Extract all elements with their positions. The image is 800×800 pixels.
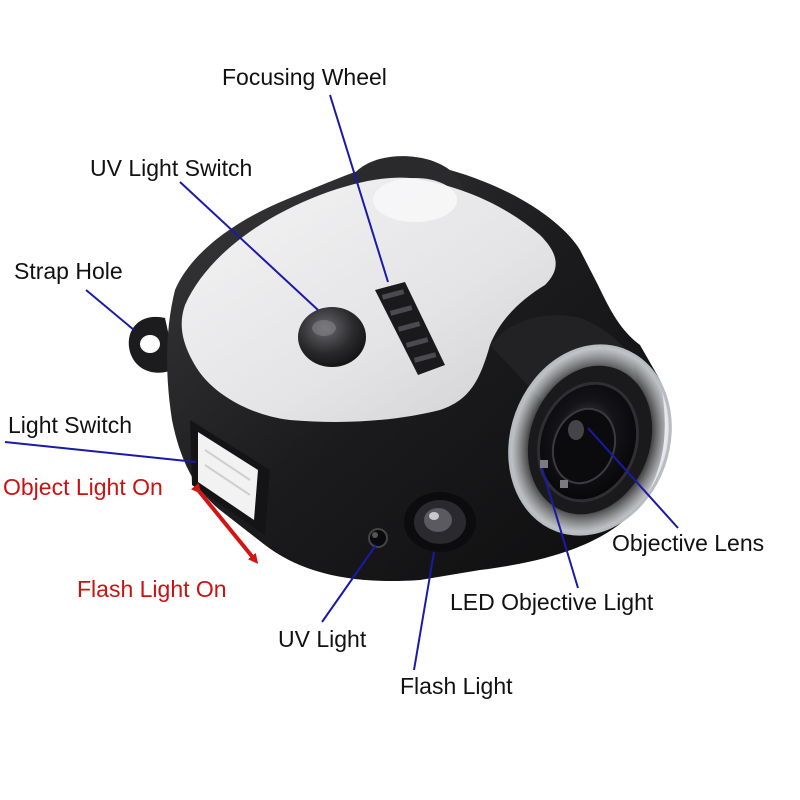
uv-light-led — [368, 528, 388, 548]
strap-hole — [128, 316, 176, 373]
leader-objective-lens — [587, 427, 679, 529]
label-object-light-on: Object Light On — [3, 474, 163, 500]
label-uv-light-switch: UV Light Switch — [90, 155, 253, 181]
label-uv-light: UV Light — [278, 626, 367, 652]
flash-light-lens — [404, 492, 476, 552]
top-panel — [181, 177, 556, 422]
label-light-switch: Light Switch — [8, 412, 133, 438]
light-mode-arrow — [190, 482, 259, 564]
leader-flash-light — [413, 551, 435, 671]
label-flash-light-on: Flash Light On — [77, 576, 227, 602]
leader-uv-light-switch — [179, 181, 319, 311]
label-strap-hole: Strap Hole — [14, 258, 123, 284]
leader-focusing-wheel — [329, 94, 389, 283]
label-led-objective-light: LED Objective Light — [450, 589, 654, 615]
leader-light-switch — [4, 441, 197, 463]
label-objective-lens: Objective Lens — [612, 530, 765, 556]
label-focusing-wheel: Focusing Wheel — [222, 64, 387, 90]
leader-strap-hole — [85, 289, 135, 331]
objective-lens-assembly — [508, 344, 672, 536]
leader-uv-light — [321, 544, 377, 623]
focusing-wheel — [375, 282, 445, 375]
leader-led-objective-light — [541, 467, 579, 589]
label-flash-light: Flash Light — [400, 673, 513, 699]
uv-light-switch-button — [298, 307, 366, 367]
